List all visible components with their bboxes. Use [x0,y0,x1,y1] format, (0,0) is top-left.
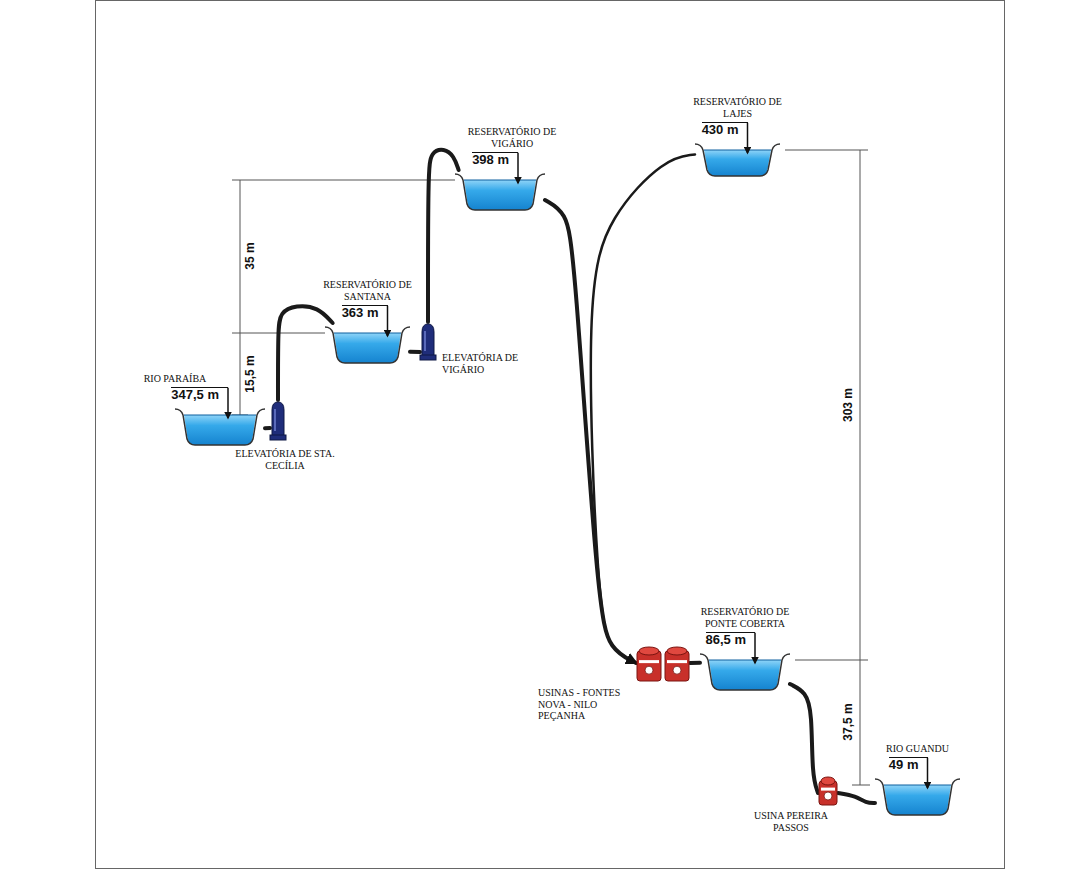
dimension-label: 15,5 m [243,353,257,394]
basin-outline [175,409,265,445]
reservoir: RESERVATÓRIO DE VIGÁRIO398 m [455,170,545,210]
water-surface [704,150,771,151]
elevation-value: 398 m [472,152,518,168]
dimension-label: 303 m [841,386,855,424]
basin-symbol [695,140,780,176]
basin-outline [695,144,780,176]
elevation-value: 49 m [889,757,928,773]
reservoir-name: RIO PARAÍBA [115,373,235,385]
dimension-label: 37,5 m [841,701,855,742]
pump-highlight [274,409,276,431]
basin-symbol [455,170,545,210]
station-name: ELEVATÓRIA DE VIGÁRIO [442,352,524,375]
pump-highlight [424,331,426,351]
pump-body [272,402,284,436]
reservoir: RESERVATÓRIO DE LAJES430 m [695,140,780,176]
basin-outline [325,327,410,363]
station-name: USINA PEREIRA PASSOS [746,810,836,833]
basin-symbol [325,323,410,363]
station-name: USINAS - FONTES NOVA - NILO PEÇANHA [538,687,630,722]
station-name: ELEVATÓRIA DE STA. CECÍLIA [230,448,340,471]
dimension-line [240,180,241,415]
water [464,180,536,210]
water [884,785,951,815]
reservoir-name: RESERVATÓRIO DE LAJES [678,96,798,119]
water-surface [884,785,951,786]
reservoir-name: RESERVATÓRIO DE PONTE COBERTA [685,606,805,629]
reservoir-name: RIO GUANDU [858,743,978,755]
elevation-value: 430 m [702,122,748,138]
turbine-cap [821,777,835,785]
level-arrow [927,758,929,788]
water-pipe [690,661,700,665]
plant-symbol [636,645,690,681]
reservoir: RIO PARAÍBA347,5 m [175,405,265,445]
power-plant: USINA PEREIRA PASSOS [818,775,838,805]
level-arrow [387,306,389,336]
basin-outline [700,654,790,690]
elevation-value: 347,5 m [171,387,228,403]
turbine-band [667,660,687,663]
reservoir: RIO GUANDU49 m [875,775,960,815]
water-pipe [838,793,875,803]
pump-station: ELEVATÓRIA DE VIGÁRIO [420,322,436,360]
turbine-band [821,788,835,791]
reservoir-name: RESERVATÓRIO DE SANTANA [308,279,428,302]
water [709,660,781,690]
water [184,415,256,445]
power-plant: USINAS - FONTES NOVA - NILO PEÇANHA [636,645,690,681]
reservoir-name: RESERVATÓRIO DE VIGÁRIO [452,126,572,149]
turbine-hub [673,666,681,674]
level-arrow [227,388,229,418]
dimension-line [860,150,861,785]
turbine-cap [667,647,687,655]
image-border [96,1,1005,869]
level-arrow [754,633,756,663]
water-pipe [278,306,333,400]
water-surface [709,660,781,661]
turbine-band [639,660,659,663]
water-pipe [790,684,818,793]
level-arrow [517,153,519,183]
water-surface [334,333,401,334]
water-pipe [265,426,270,430]
basin-symbol [700,650,790,690]
pump-station: ELEVATÓRIA DE STA. CECÍLIA [270,400,286,440]
elevation-value: 363 m [342,305,388,321]
basin-outline [875,779,960,815]
basin-symbol [175,405,265,445]
turbine-hub [824,792,832,800]
pump-symbol [270,400,286,440]
pump-base [420,355,436,360]
reservoir: RESERVATÓRIO DE PONTE COBERTA86,5 m [700,650,790,690]
water-pipe [428,150,459,322]
water-surface [184,415,256,416]
level-line [795,660,868,661]
basin-outline [455,174,545,210]
basin-symbol [875,775,960,815]
pump-symbol [420,322,436,360]
pump-base [270,435,286,440]
turbine-hub [645,666,653,674]
water [334,333,401,363]
turbine-cap [639,647,659,655]
level-line [785,150,868,151]
plant-symbol [818,775,838,805]
water-pipe [410,350,420,354]
level-line [232,180,455,181]
reservoir: RESERVATÓRIO DE SANTANA363 m [325,323,410,363]
water-surface [464,180,536,181]
elevation-value: 86,5 m [706,632,755,648]
water [704,150,771,176]
pump-body [422,324,434,356]
level-arrow [747,123,749,153]
flow-arrow [591,154,695,663]
dimension-label: 35 m [243,240,257,271]
level-line [852,785,870,786]
